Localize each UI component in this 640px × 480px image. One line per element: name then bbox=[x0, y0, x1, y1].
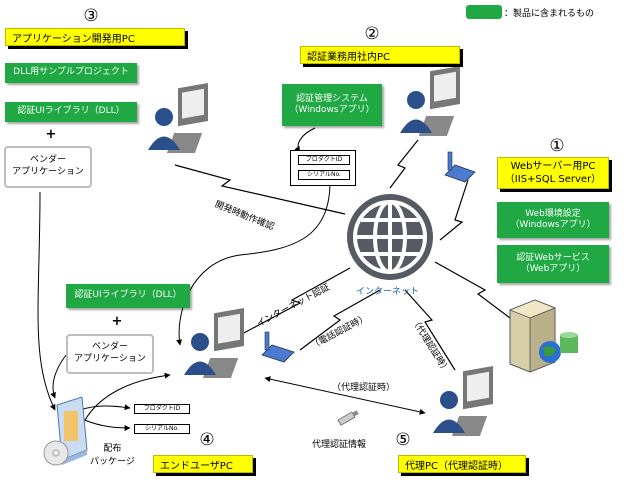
section-title-proxy: 代理PC（代理認証時） bbox=[398, 455, 526, 473]
link-enduser-internet bbox=[239, 267, 351, 336]
box-web-env: Web環境設定 （Windowsアプリ） bbox=[497, 202, 609, 238]
section-number-dev: ③ bbox=[83, 6, 99, 26]
label-proxy-auth-horiz: （代理認証時） bbox=[332, 383, 396, 393]
pc-dev bbox=[148, 83, 208, 153]
arrow-package-doc1 bbox=[79, 404, 131, 411]
plus-sign-2: + bbox=[111, 314, 123, 329]
box-auth-mgmt: 認証管理システム （Windowsアプリ） bbox=[282, 84, 382, 126]
usb-stick-icon bbox=[337, 410, 359, 426]
section-title-auth: 認証業務用社内PC bbox=[300, 46, 460, 64]
pc-auth bbox=[400, 66, 460, 136]
box-vendor-app-1: ベンダー アプリケーション bbox=[4, 146, 92, 188]
link-proxy bbox=[404, 289, 456, 371]
phone-auth bbox=[444, 151, 476, 183]
box-auth-ui-dll-1: 認証UIライブラリ（DLL） bbox=[5, 102, 137, 122]
package-icon bbox=[43, 396, 88, 466]
arrow-package-to-pc bbox=[84, 372, 171, 421]
arrow-enduser-proxy bbox=[264, 376, 426, 415]
arrow-vendor2-to-package bbox=[50, 354, 67, 399]
section-title-dev: アプリケーション開発用PC bbox=[5, 28, 185, 46]
section-number-enduser: ④ bbox=[199, 430, 215, 450]
section-number-auth: ② bbox=[364, 24, 380, 44]
box-auth-web: 認証Webサービス （Webアプリ） bbox=[497, 245, 609, 283]
pc-proxy bbox=[433, 366, 493, 436]
link-auth-phone bbox=[439, 179, 469, 241]
link-enduser-phone bbox=[299, 289, 381, 351]
pc-enduser bbox=[184, 308, 244, 378]
arrow-package-doc2 bbox=[79, 417, 131, 431]
label-internet: インターネット bbox=[356, 287, 420, 297]
internet-globe bbox=[347, 194, 433, 280]
pkg-doc-product-id: プロダクトID bbox=[134, 404, 190, 414]
box-auth-ui-dll-2: 認証UIライブラリ（DLL） bbox=[66, 284, 190, 308]
label-proxy-info: 代理認証情報 bbox=[312, 440, 367, 450]
label-package: 配布 パッケージ bbox=[90, 444, 135, 467]
section-title-web: Webサーバー用PC （IIS+SQL Server） bbox=[497, 157, 609, 189]
section-number-proxy: ⑤ bbox=[395, 430, 411, 450]
arrow-auth-doc bbox=[294, 127, 316, 153]
arrow-vendor-to-package bbox=[37, 191, 56, 411]
phone-enduser bbox=[261, 331, 295, 363]
auth-doc-serial-no: シリアルNo. bbox=[298, 170, 350, 180]
link-dev-pc bbox=[174, 164, 346, 215]
link-auth-pc bbox=[389, 139, 419, 189]
box-dll-sample: DLL用サンプルプロジェクト bbox=[5, 63, 137, 83]
section-number-web: ① bbox=[549, 136, 565, 156]
legend-label: ：製品に含まれるもの bbox=[504, 9, 595, 19]
section-title-enduser: エンドユーザPC bbox=[153, 455, 253, 473]
web-server bbox=[508, 299, 578, 373]
pkg-doc-serial-no: シリアルNo. bbox=[134, 424, 190, 434]
arrow-dev-to-enduser-pc bbox=[176, 181, 331, 346]
box-vendor-app-2: ベンダー アプリケーション bbox=[66, 334, 154, 374]
link-webserver bbox=[434, 261, 511, 319]
plus-sign-1: + bbox=[45, 127, 57, 142]
legend-swatch bbox=[466, 5, 502, 19]
auth-doc-product-id: プロダクトID bbox=[298, 155, 350, 165]
